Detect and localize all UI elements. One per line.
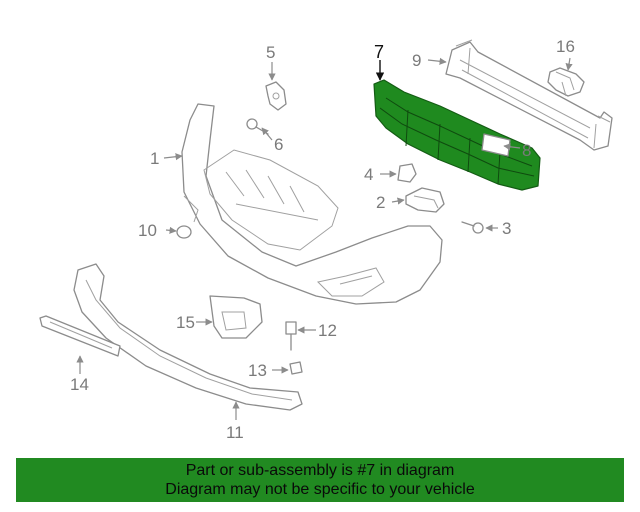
part-14-license-bracket[interactable]	[39, 315, 121, 357]
callout-4[interactable]: 4	[364, 165, 373, 184]
part-15-fog-bezel[interactable]	[209, 295, 263, 339]
callout-14[interactable]: 14	[70, 375, 89, 394]
callout-12[interactable]: 12	[318, 321, 337, 340]
banner-line-2: Diagram may not be specific to your vehi…	[165, 481, 475, 498]
callout-7[interactable]: 7	[374, 42, 384, 62]
callout-1[interactable]: 1	[150, 149, 159, 168]
part-13-nut[interactable]	[289, 361, 303, 375]
part-3-screw[interactable]	[461, 221, 484, 234]
callout-2[interactable]: 2	[376, 193, 385, 212]
callout-11[interactable]: 11	[226, 423, 244, 442]
part-16-bracket[interactable]	[547, 67, 585, 97]
callout-16[interactable]: 16	[556, 37, 575, 56]
callout-13[interactable]: 13	[248, 361, 267, 380]
callout-5[interactable]: 5	[266, 43, 275, 62]
leader-lines	[76, 57, 573, 420]
part-1-bumper-cover[interactable]	[181, 103, 443, 305]
part-12-bolt[interactable]	[285, 321, 297, 351]
part-5-bracket[interactable]	[265, 81, 287, 111]
callout-9[interactable]: 9	[412, 51, 421, 70]
part-7-energy-absorber[interactable]	[373, 79, 541, 191]
callout-3[interactable]: 3	[502, 219, 511, 238]
banner-line-1: Part or sub-assembly is #7 in diagram	[185, 462, 455, 479]
part-2-side-bracket[interactable]	[405, 187, 445, 213]
part-4-clip[interactable]	[397, 163, 417, 183]
callout-15[interactable]: 15	[176, 313, 195, 332]
part-9-bumper-reinforcement[interactable]	[445, 39, 613, 151]
callout-10[interactable]: 10	[138, 221, 157, 240]
callout-8[interactable]: 8	[522, 141, 531, 160]
part-10-plug[interactable]	[176, 225, 192, 239]
part-8-pad[interactable]	[481, 133, 511, 157]
callout-labels: 1 2 3 4 5 6 7 8 9 10 11 12 13 14 15 16	[70, 37, 575, 442]
info-banner: Part or sub-assembly is #7 in diagram Di…	[16, 458, 624, 502]
part-11-lower-valance[interactable]	[73, 263, 303, 411]
callout-6[interactable]: 6	[274, 135, 283, 154]
